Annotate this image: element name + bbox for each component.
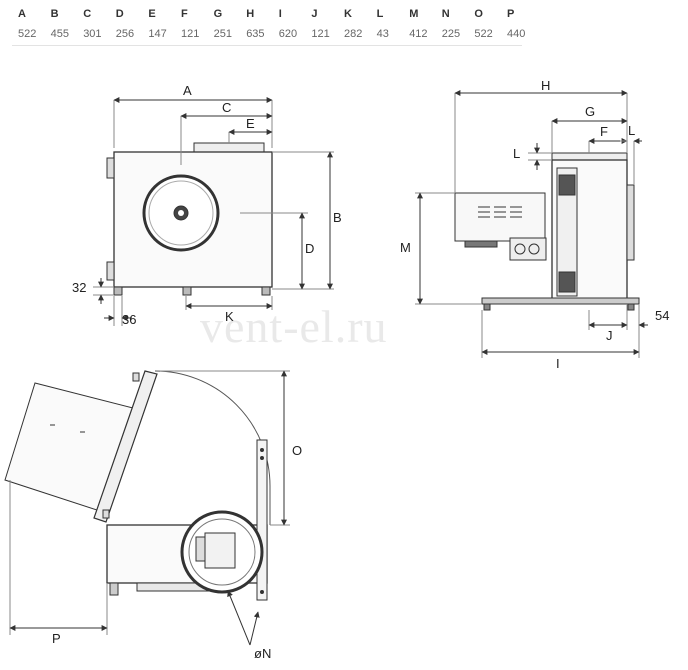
dimension-header-h: H: [246, 8, 255, 20]
side-inlet-flange: [626, 184, 635, 261]
bottom-inlet-inner: [188, 518, 256, 586]
dimension-value-o: 522: [474, 28, 493, 40]
side-terminal-box: [509, 237, 547, 261]
front-label-A: A: [183, 83, 192, 98]
side-base-plate: [481, 297, 640, 305]
dimension-value-b: 455: [50, 28, 69, 40]
dimension-value-p: 440: [507, 28, 526, 40]
bottom-label-P: P: [52, 631, 61, 646]
dimension-header-c: C: [83, 8, 92, 20]
side-label-G: G: [585, 104, 595, 119]
dimension-header-l: L: [376, 8, 384, 20]
dimension-value-f: 121: [181, 28, 200, 40]
bottom-side-rail: [256, 439, 268, 601]
door-swing-arc: [154, 370, 271, 525]
dimension-value-i: 620: [278, 28, 298, 40]
dimension-value-k: 282: [344, 28, 363, 40]
side-label-L-left: L: [513, 146, 520, 161]
side-view: [415, 90, 648, 358]
dimension-header-e: E: [148, 8, 156, 20]
dimension-value-j: 121: [311, 28, 330, 40]
side-label-I: I: [556, 356, 560, 371]
dimension-table: A 522 B 455 C 301 D 256 E 147 F 121 G 251 H 635 I 620 J 121…: [0, 0, 688, 50]
front-label-32: 32: [72, 280, 86, 295]
dimension-header-j: J: [311, 8, 318, 20]
front-bracket-top: [106, 157, 115, 179]
side-top-plate: [551, 152, 628, 161]
side-label-J: J: [606, 328, 613, 343]
front-label-E: E: [246, 116, 255, 131]
front-label-B: B: [333, 210, 342, 225]
side-hinge-bottom: [558, 271, 576, 293]
front-label-K: K: [225, 309, 234, 324]
front-foot-mid: [182, 286, 192, 296]
front-foot-right: [261, 286, 271, 296]
side-label-L-top: L: [628, 123, 635, 138]
watermark-text: vent-el.ru: [200, 301, 388, 352]
dimension-header-g: G: [213, 8, 223, 20]
bottom-label-O: O: [292, 443, 302, 458]
side-cable-gland-2: [528, 243, 540, 255]
front-bracket-bottom: [106, 261, 115, 281]
front-label-36: 36: [122, 312, 136, 327]
dimension-header-o: O: [474, 8, 483, 20]
dimension-header-k: K: [344, 8, 352, 20]
dimension-header-f: F: [181, 8, 188, 20]
side-motor-mount: [464, 240, 498, 248]
dimension-value-e: 147: [148, 28, 167, 40]
dimension-value-n: 225: [441, 28, 461, 40]
table-divider: [12, 45, 522, 46]
side-label-M: M: [400, 240, 411, 255]
dimension-header-d: D: [115, 8, 124, 20]
front-view: [93, 97, 334, 326]
side-label-H: H: [541, 78, 550, 93]
dimension-value-l: 43: [376, 28, 389, 40]
dimension-value-a: 522: [18, 28, 37, 40]
dimension-header-a: A: [18, 8, 26, 20]
dimension-value-c: 301: [83, 28, 102, 40]
side-cable-gland-1: [514, 243, 526, 255]
dimension-header-n: N: [441, 8, 450, 20]
front-label-C: C: [222, 100, 231, 115]
dimension-header-m: M: [409, 8, 419, 20]
bottom-view: [4, 370, 290, 646]
dimension-value-d: 256: [115, 28, 135, 40]
front-foot-left: [113, 286, 123, 296]
side-label-F: F: [600, 124, 608, 139]
dimension-header-b: B: [50, 8, 59, 20]
open-door-panel: [93, 370, 158, 523]
bottom-motor-core: [204, 532, 236, 569]
side-hinge-top: [558, 174, 576, 196]
front-top-collar: [193, 142, 265, 153]
dimension-value-g: 251: [213, 28, 232, 40]
side-label-54: 54: [655, 308, 669, 323]
bottom-label-N: øN: [254, 646, 271, 661]
dimension-value-h: 635: [246, 28, 265, 40]
side-hinge-strip: [556, 167, 578, 297]
dimension-value-m: 412: [409, 28, 428, 40]
front-outlet-inner: [148, 180, 214, 246]
dimension-header-i: I: [278, 8, 282, 20]
dimension-header-p: P: [507, 8, 515, 20]
front-label-D: D: [305, 241, 314, 256]
